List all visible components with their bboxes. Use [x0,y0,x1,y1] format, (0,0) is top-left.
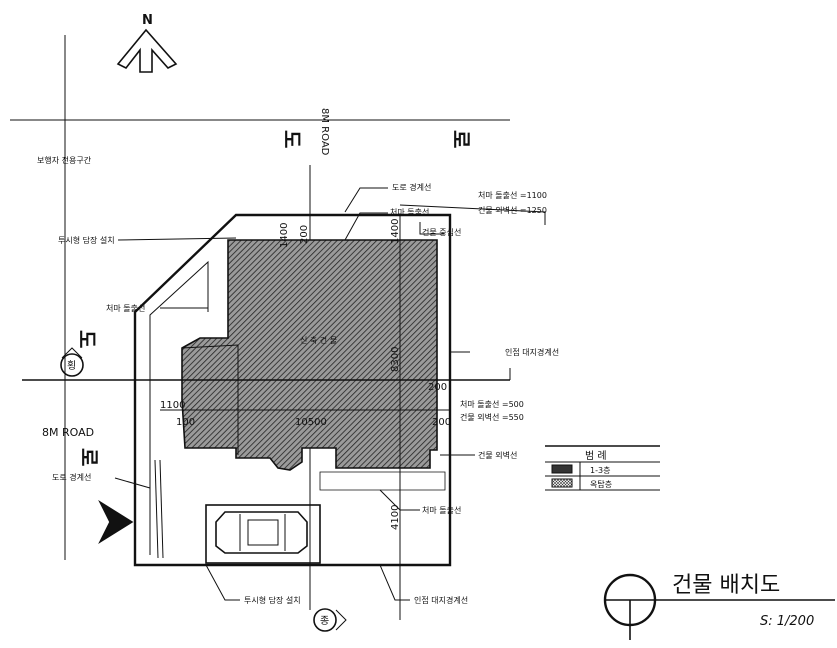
dim-8300: 8300 [390,347,401,372]
setback-right-1: 처마 돌출선 =500 [460,399,524,409]
dim-1400-b: 1400 [390,219,401,244]
road-left-name: 8M ROAD [42,426,94,439]
building-center-label: 건물 중심선 [422,227,461,237]
dim-200-c: 200 [432,417,451,428]
top-road-label: 도 8M ROAD 로 [280,108,473,156]
legend-swatch-rooftop [551,478,573,488]
neighbor-bottom-label: 인접 대지경계선 [414,595,468,605]
parking-space [205,504,321,564]
setback-right-2: 건물 외벽선 =550 [460,412,524,422]
site-boundary [133,213,452,567]
dim-200-a: 200 [299,225,310,244]
road-top-char-2: 로 [449,130,473,148]
leader-lines [114,187,546,601]
north-arrow: N [116,13,178,73]
dim-4100: 4100 [390,505,401,530]
road-top-char-1: 도 [280,130,304,148]
road-boundary-top-label: 도로 경계선 [392,182,431,192]
neighbor-right-label: 인접 대지경계선 [505,347,559,357]
eave-bottom-label: 처마 돌출선 [422,505,461,515]
title-block: 건물 배치도 S: 1/200 [603,573,835,640]
legend-swatch-floors [551,464,573,474]
road-left-char-1: 도 [75,330,99,348]
legend-title: 범 례 [585,450,607,462]
dim-1400-a: 1400 [279,223,290,248]
dim-200-b: 200 [428,382,447,393]
building-outer-label: 건물 외벽선 [478,450,517,460]
marker-bottom-text: 종 [320,615,329,627]
legend-row2: 옥탑층 [590,480,612,489]
fence-top-label: 투시형 담장 설치 [58,235,115,245]
section-marker-bottom: 종 [313,608,347,632]
setback-top-1: 처마 돌출선 =1100 [478,190,547,200]
dim-1100: 1100 [160,400,185,411]
drawing-title: 건물 배치도 [672,573,780,598]
legend: 범 례 1-3층 옥탑층 [545,445,660,491]
eave-left-label: 처마 돌출선 [106,303,145,313]
fence-line [149,260,209,555]
left-road-label: 도 8M ROAD 로 [42,330,101,466]
pedestrian-label: 보행자 전용구간 [37,155,92,165]
road-boundary-left-label: 도로 경계선 [52,472,91,482]
north-letter: N [142,13,153,28]
marker-left-text: 횡 [67,360,76,372]
dim-10500: 10500 [295,417,327,428]
building-footprint [181,239,438,471]
road-top-name: 8M ROAD [319,108,330,156]
legend-row1: 1-3층 [590,466,610,475]
dim-100: 100 [176,417,195,428]
entrance-arrow [98,499,134,545]
section-marker-left: 횡 [60,347,84,377]
fence-bottom-label: 투시형 담장 설치 [244,595,301,605]
drawing-scale: S: 1/200 [760,614,814,629]
road-left-char-2: 로 [77,448,101,466]
setback-top-2: 건물 외벽선 =1250 [478,205,547,215]
eave-top-label: 처마 돌출선 [390,207,429,217]
new-building-label: 신 축 건 물 [300,335,337,345]
